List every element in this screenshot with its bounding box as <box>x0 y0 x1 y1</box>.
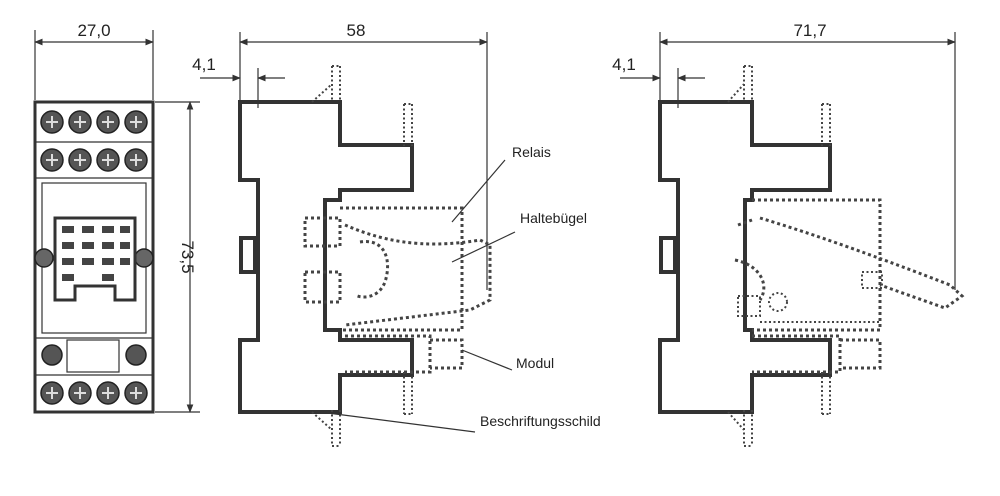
module-outline <box>345 334 464 374</box>
relay-socket <box>53 216 137 302</box>
modul-label: Modul <box>516 355 554 371</box>
relais-label: Relais <box>512 144 551 160</box>
module-screws <box>41 344 147 366</box>
open-width-dimension: 71,7 <box>659 21 956 290</box>
relay-outline <box>303 206 464 332</box>
open-socket-base-outline <box>658 100 832 414</box>
side-width-dimension: 58 <box>239 21 488 290</box>
side-clip-screws <box>34 248 154 268</box>
front-height-label: 73,5 <box>178 240 197 273</box>
top-terminal-screws <box>40 110 148 172</box>
beschriftungsschild-label: Beschriftungsschild <box>480 413 601 429</box>
open-offset-label: 4,1 <box>612 55 636 74</box>
open-holding-clip <box>734 198 965 332</box>
side-terminal-screws <box>311 65 413 447</box>
open-width-label: 71,7 <box>793 21 826 40</box>
front-view: 27,0 73,5 <box>33 21 200 414</box>
haltebuegel-label: Haltebügel <box>520 210 587 226</box>
holding-clip-outline <box>344 223 492 327</box>
side-view: 58 4,1 <box>192 21 601 447</box>
side-width-label: 58 <box>347 21 366 40</box>
open-view: 71,7 4,1 <box>612 21 965 447</box>
side-offset-label: 4,1 <box>192 55 216 74</box>
open-terminal-screws <box>727 65 831 447</box>
front-width-dimension: 27,0 <box>34 21 154 100</box>
open-module-outline <box>752 334 882 374</box>
socket-base-outline <box>238 100 414 414</box>
side-offset-dimension: 4,1 <box>192 55 285 108</box>
front-width-label: 27,0 <box>77 21 110 40</box>
front-height-dimension: 73,5 <box>155 101 200 413</box>
